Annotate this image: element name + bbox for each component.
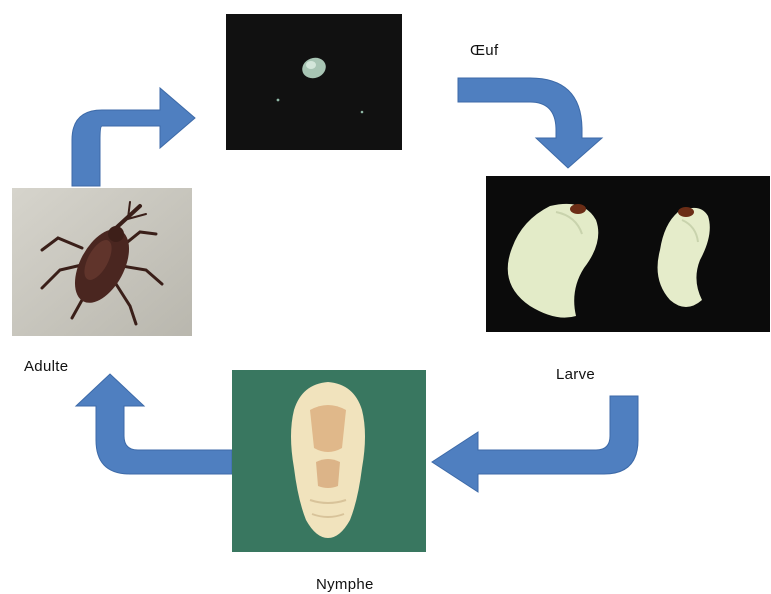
label-egg: Œuf <box>470 42 498 59</box>
weevil-photo-icon <box>12 188 192 336</box>
arrow-adult-to-egg <box>72 88 195 186</box>
larva-photo <box>486 176 770 332</box>
arrow-egg-to-larva <box>458 78 602 168</box>
egg-photo <box>226 14 402 150</box>
adult-photo <box>12 188 192 336</box>
arrow-larva-to-pupa <box>432 396 638 492</box>
label-adult: Adulte <box>24 358 68 375</box>
label-pupa: Nymphe <box>316 576 374 593</box>
pupa-photo <box>232 370 426 552</box>
larva-photo-icon <box>486 176 770 332</box>
label-larva: Larve <box>556 366 595 383</box>
egg-photo-icon <box>226 14 402 150</box>
pupa-photo-icon <box>232 370 426 552</box>
arrow-pupa-to-adult <box>76 374 232 474</box>
